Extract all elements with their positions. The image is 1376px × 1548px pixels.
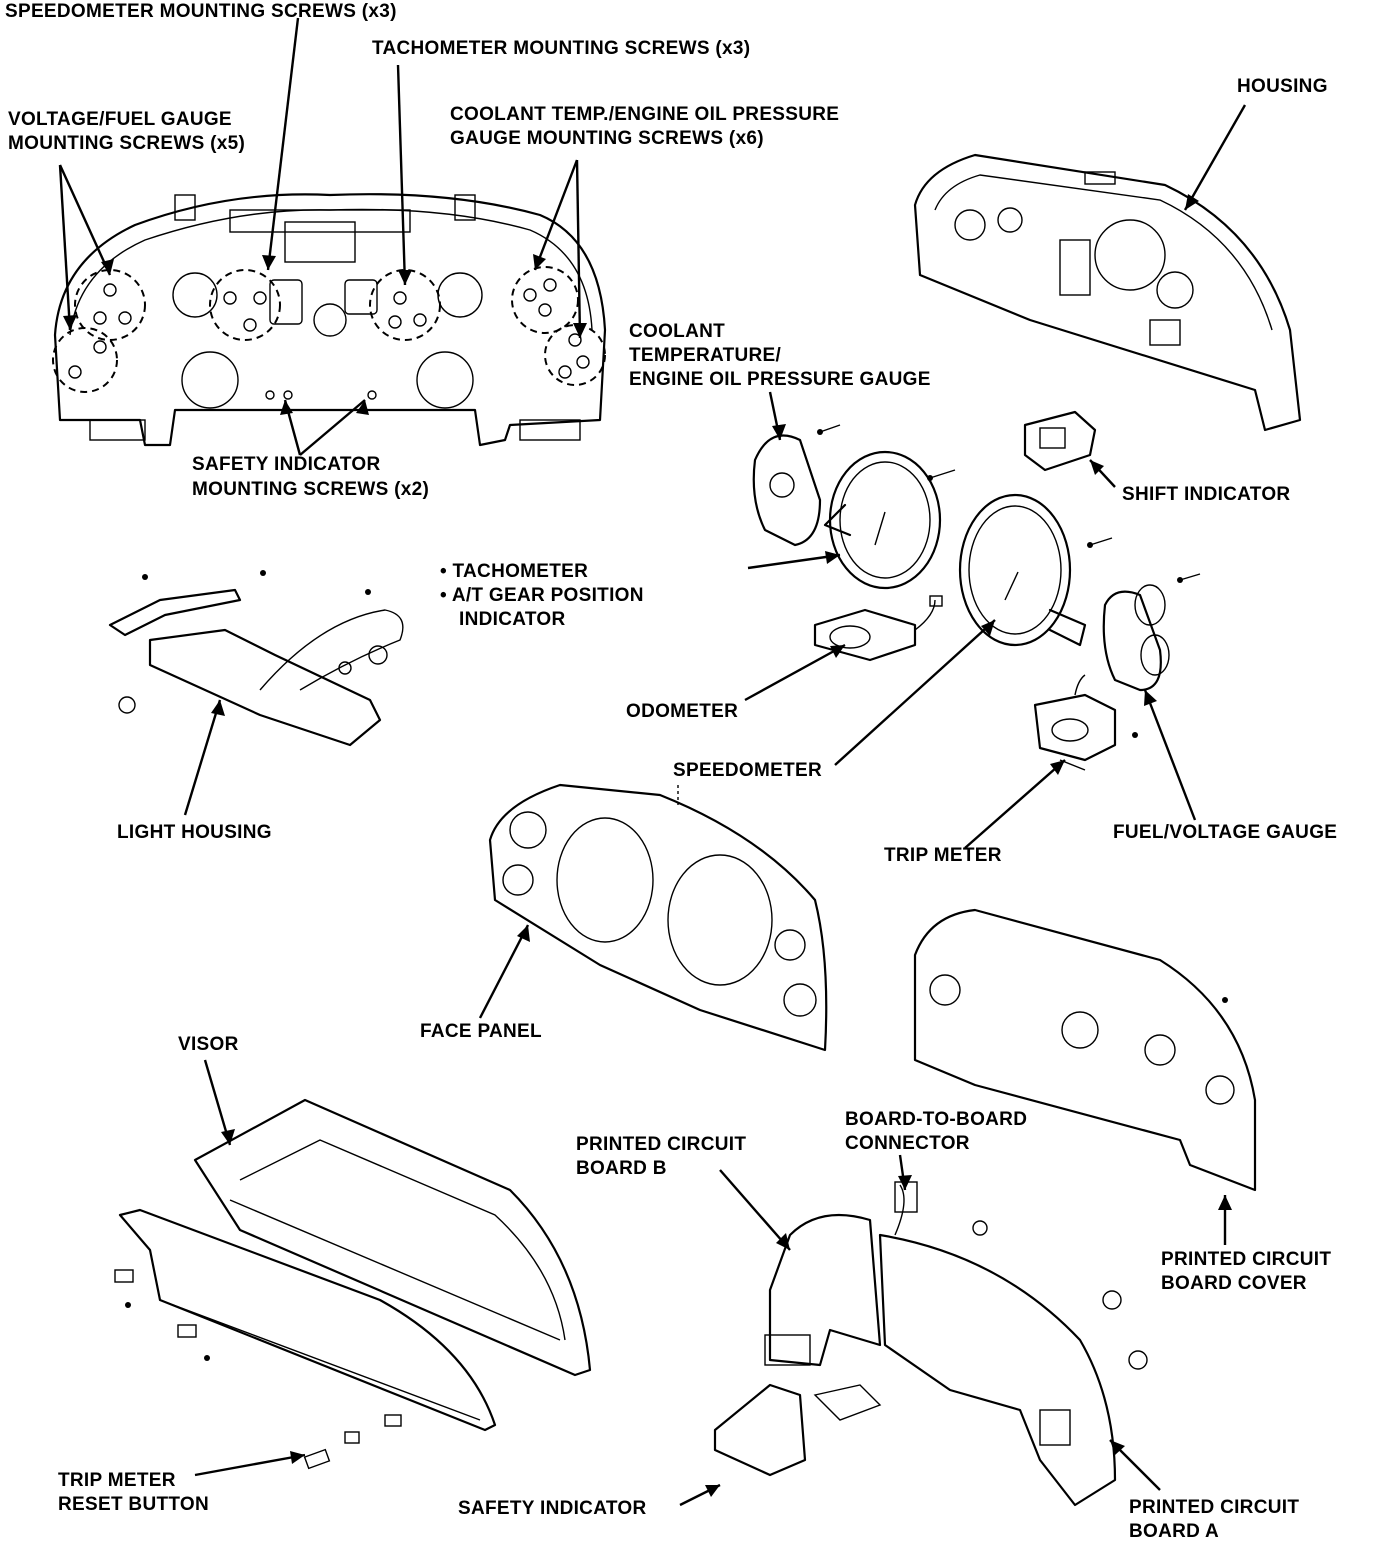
- speedometer-drawing: [958, 493, 1201, 647]
- label-tachometer-mounting-screws: TACHOMETER MOUNTING SCREWS (x3): [372, 38, 751, 59]
- label-board-connector-line1: BOARD-TO-BOARD: [845, 1109, 1028, 1130]
- label-pcb-cover-line1: PRINTED CIRCUIT: [1161, 1249, 1332, 1270]
- housing-drawing: [913, 153, 1302, 432]
- label-pcb-a-line2: BOARD A: [1129, 1521, 1220, 1542]
- label-pcb-b-line1: PRINTED CIRCUIT: [576, 1134, 747, 1155]
- label-safety-screws-line2: MOUNTING SCREWS (x2): [192, 479, 430, 500]
- label-light-housing: LIGHT HOUSING: [117, 822, 272, 843]
- label-odometer: ODOMETER: [626, 701, 739, 722]
- label-visor: VISOR: [178, 1034, 239, 1055]
- label-housing: HOUSING: [1237, 76, 1328, 97]
- trip-meter-drawing: [1033, 674, 1117, 771]
- label-trip-reset-line1: TRIP METER: [58, 1470, 176, 1491]
- label-shift-indicator: SHIFT INDICATOR: [1122, 484, 1291, 505]
- label-coolant-screws-line1: COOLANT TEMP./ENGINE OIL PRESSURE: [450, 104, 840, 125]
- label-board-connector-line2: CONNECTOR: [845, 1133, 970, 1154]
- label-speedometer-mounting-screws: SPEEDOMETER MOUNTING SCREWS (x3): [5, 1, 397, 22]
- label-trip-meter: TRIP METER: [884, 845, 1002, 866]
- pcb-cover-drawing: [913, 908, 1257, 1192]
- label-coolant-gauge-line1: COOLANT: [629, 321, 726, 342]
- label-pcb-cover-line2: BOARD COVER: [1161, 1273, 1307, 1294]
- label-pcb-a-line1: PRINTED CIRCUIT: [1129, 1497, 1300, 1518]
- arrowheads: [63, 194, 1232, 1497]
- label-pcb-b-line2: BOARD B: [576, 1158, 667, 1179]
- label-speedometer: SPEEDOMETER: [673, 760, 822, 781]
- label-at-gear-position: • A/T GEAR POSITION: [440, 585, 644, 606]
- face-panel-drawing: [488, 783, 828, 1052]
- label-indicator: INDICATOR: [459, 609, 566, 630]
- coolant-gauge-drawing: [752, 424, 956, 590]
- shift-indicator-drawing: [1023, 410, 1097, 472]
- odometer-drawing: [813, 595, 943, 662]
- fuel-voltage-gauge-drawing: [1102, 584, 1170, 738]
- label-voltage-fuel-screws-line1: VOLTAGE/FUEL GAUGE: [8, 109, 232, 130]
- label-safety-screws-line1: SAFETY INDICATOR: [192, 454, 381, 475]
- label-tachometer: • TACHOMETER: [440, 561, 589, 582]
- label-coolant-screws-line2: GAUGE MOUNTING SCREWS (x6): [450, 128, 764, 149]
- visor-drawing: [193, 1098, 592, 1377]
- printed-circuit-boards-drawing: [713, 1181, 1148, 1507]
- leader-lines: [58, 17, 1247, 1507]
- label-voltage-fuel-screws-line2: MOUNTING SCREWS (x5): [8, 133, 246, 154]
- label-trip-reset-line2: RESET BUTTON: [58, 1494, 210, 1515]
- light-housing-drawing: [108, 570, 404, 747]
- label-coolant-gauge-line2: TEMPERATURE/: [629, 345, 782, 366]
- label-face-panel: FACE PANEL: [420, 1021, 542, 1042]
- label-safety-indicator: SAFETY INDICATOR: [458, 1498, 647, 1519]
- label-fuel-voltage-gauge: FUEL/VOLTAGE GAUGE: [1113, 822, 1338, 843]
- lens-strip-drawing: [114, 1208, 497, 1470]
- label-coolant-gauge-line3: ENGINE OIL PRESSURE GAUGE: [629, 369, 931, 390]
- cluster-rear-view: [52, 193, 607, 447]
